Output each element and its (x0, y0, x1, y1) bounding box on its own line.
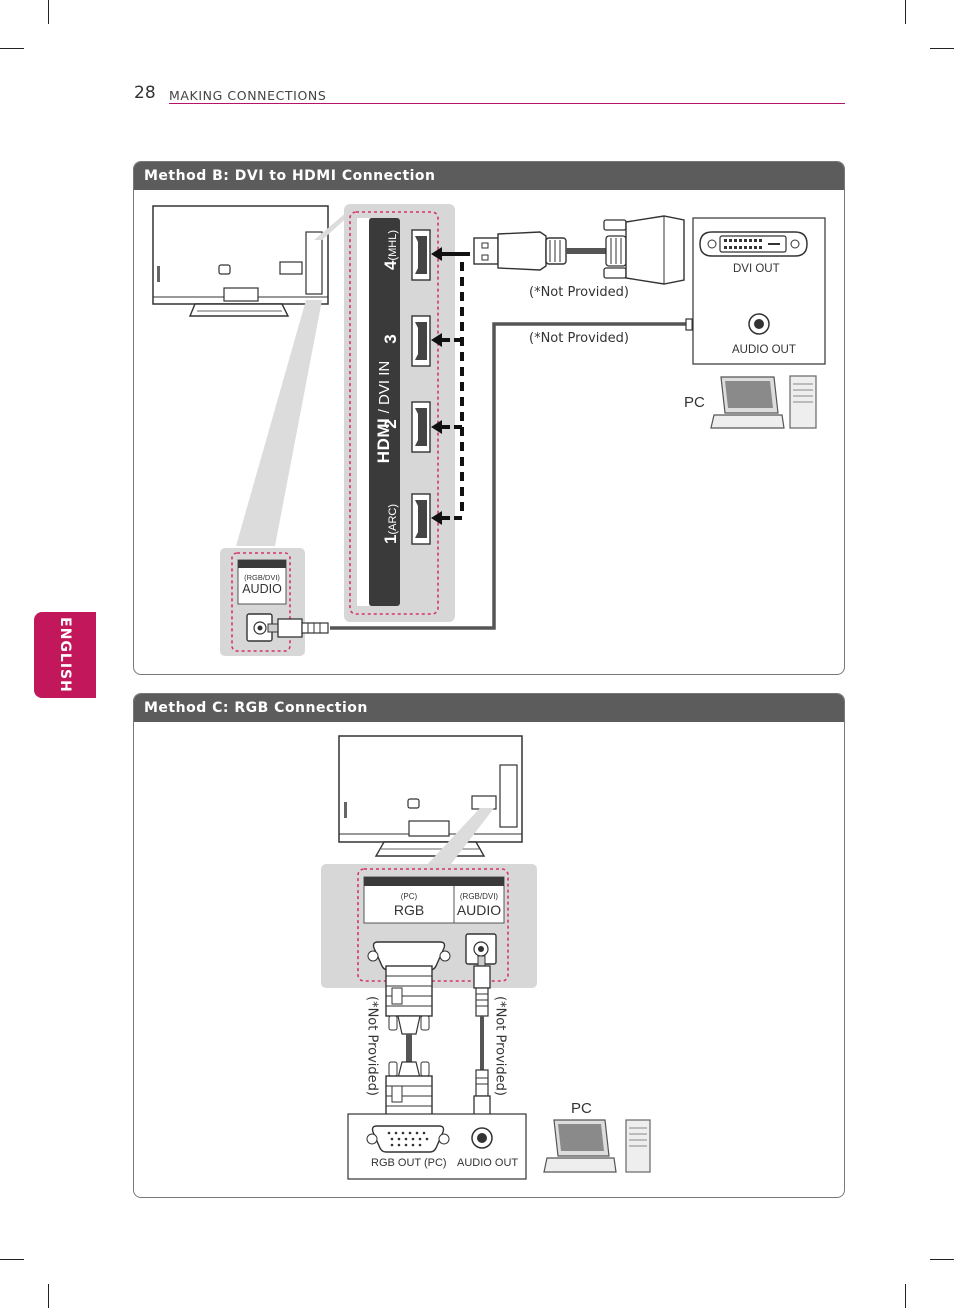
audio-out-jack-c (471, 1127, 493, 1149)
dvi-plug (603, 215, 685, 285)
tv-back-b (152, 205, 329, 317)
pc-label-b: PC (684, 394, 705, 411)
hdmi-port-4 (411, 229, 431, 281)
hdmi-port-3-label: 3 (381, 334, 400, 344)
hdmi-dvi-in-label: / DVI IN (376, 360, 393, 414)
method-c-diagram (321, 735, 651, 1180)
method-b-header: Method B: DVI to HDMI Connection (134, 162, 844, 190)
hdmi-port-2 (411, 401, 431, 453)
dvi-cable-note: (*Not Provided) (529, 285, 629, 300)
hdmi-port-3 (411, 315, 431, 367)
audio-jack-c (465, 933, 497, 965)
language-tab: ENGLISH (34, 612, 96, 698)
header-rule (169, 103, 845, 104)
audio-out-label-b: AUDIO OUT (732, 344, 796, 356)
dvi-out-port (699, 231, 808, 257)
method-c-header: Method C: RGB Connection (134, 694, 844, 722)
crop-mark (0, 1259, 24, 1260)
rgb-out-port (366, 1125, 450, 1153)
connection-arrow-hdmi1 (431, 511, 462, 525)
connection-arrow-hdmi2 (431, 420, 462, 434)
hdmi-port-1-note: (ARC) (387, 503, 399, 535)
audio-cable-b (330, 322, 686, 630)
rgb-out-label: RGB OUT (PC) (371, 1157, 447, 1169)
hdmi-label-strip (369, 218, 400, 606)
crop-mark (930, 48, 954, 49)
crop-mark (930, 1259, 954, 1260)
audio-out-jack-b (748, 313, 770, 335)
audio-out-label-c: AUDIO OUT (457, 1157, 519, 1169)
pc-label-c: PC (571, 1100, 592, 1117)
zoom-wedge (236, 300, 322, 546)
method-b-diagram (152, 204, 826, 656)
crop-mark (48, 1284, 49, 1308)
audio-label-c: AUDIO (456, 902, 502, 918)
section-title: MAKING CONNECTIONS (169, 88, 327, 103)
rgb-highlight (357, 868, 509, 982)
pc-icon-b (710, 375, 817, 429)
crop-mark (905, 0, 906, 24)
audio-label-small-b: (RGB/DVI) (244, 573, 280, 582)
rgb-label-small: (PC) (400, 892, 418, 901)
hdmi-port-2-label: 2 (381, 419, 400, 429)
hdmi-port-4-label: 4 (381, 260, 400, 271)
audio-label-b: AUDIO (242, 582, 282, 596)
rgb-plug-tv (385, 965, 433, 1035)
crop-mark (48, 0, 49, 24)
hdmi-plug (473, 231, 567, 271)
tv-back-c (338, 735, 523, 857)
crop-mark (0, 48, 24, 49)
page-number: 28 (134, 83, 156, 103)
audio-cable-note-b: (*Not Provided) (529, 331, 629, 346)
method-b-title: Method B: DVI to HDMI Connection (144, 168, 436, 184)
pc-icon-c (543, 1119, 651, 1173)
audio-label-small-c: (RGB/DVI) (459, 892, 499, 901)
rgb-port (367, 941, 451, 971)
hdmi-port-4-note: (MHL) (387, 229, 399, 261)
audio-plug-tv-c (473, 955, 491, 1017)
method-c-title: Method C: RGB Connection (144, 700, 368, 716)
connection-arrow-hdmi3 (431, 333, 462, 347)
audio-highlight-b (231, 552, 291, 652)
audio-plug-tv-b (267, 618, 329, 638)
hdmi-port-1 (411, 493, 431, 545)
audio-cable-note-c: (*Not Provided) (492, 996, 508, 1096)
hdmi-highlight (349, 211, 439, 615)
rgb-cable-note: (*Not Provided) (364, 996, 380, 1096)
zoom-wedge-c (424, 808, 494, 868)
hdmi-port-1-label: 1 (381, 534, 400, 545)
rgb-label: RGB (393, 902, 425, 918)
crop-mark (905, 1284, 906, 1308)
connection-arrow-hdmi4 (431, 247, 470, 261)
dvi-out-label: DVI OUT (733, 263, 780, 275)
